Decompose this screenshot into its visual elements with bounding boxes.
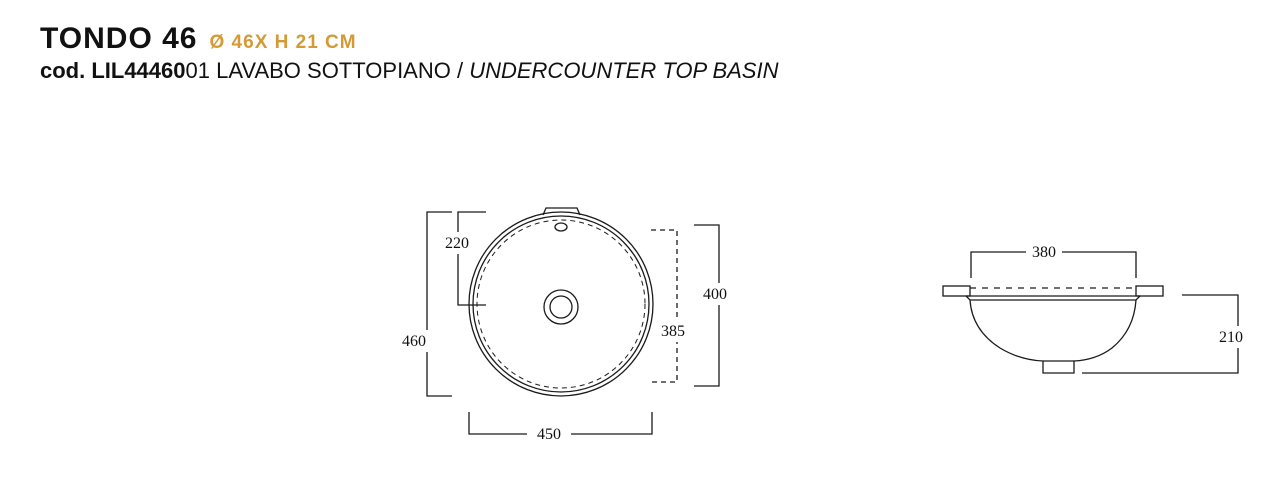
model-dimensions: Ø 46X H 21 CM <box>209 32 357 53</box>
side-view <box>942 251 1239 374</box>
header: TONDO 46 Ø 46X H 21 CM cod. LIL4446001 L… <box>40 22 778 84</box>
basin-inner-bowl <box>476 219 646 389</box>
dim-220-label: 220 <box>445 235 469 252</box>
dim-380-label: 380 <box>1032 244 1056 261</box>
overflow-tab <box>542 207 581 216</box>
bowl-profile <box>969 299 1137 374</box>
dim-385-line <box>651 229 678 383</box>
drain-outer <box>543 289 579 325</box>
dim-450-label: 450 <box>537 426 561 443</box>
dim-385-label: 385 <box>661 323 685 340</box>
drain-inner <box>549 295 573 319</box>
dim-460-line <box>426 211 452 397</box>
basin-rim-edge <box>472 215 650 393</box>
dim-210-label: 210 <box>1219 329 1243 346</box>
title-line: TONDO 46 Ø 46X H 21 CM <box>40 22 778 56</box>
dim-400-label: 400 <box>703 286 727 303</box>
counter-right <box>1135 285 1164 297</box>
basin-outer-rim <box>468 211 654 397</box>
rim-flange-edge <box>965 295 1141 301</box>
dim-220-line <box>457 211 486 306</box>
top-view <box>426 207 720 435</box>
product-code-line: cod. LIL4446001 LAVABO SOTTOPIANO / UNDE… <box>40 58 778 84</box>
dim-460-label: 460 <box>402 333 426 350</box>
description-english: UNDERCOUNTER TOP BASIN <box>469 58 779 83</box>
overflow-hole <box>554 222 568 232</box>
description-italian: LAVABO SOTTOPIANO / <box>216 58 464 83</box>
dim-400-line <box>694 224 720 387</box>
product-code-suffix: 01 <box>185 58 210 83</box>
model-name: TONDO 46 <box>40 22 198 55</box>
counter-left <box>942 285 971 297</box>
product-code: cod. LIL44460 <box>40 58 186 83</box>
